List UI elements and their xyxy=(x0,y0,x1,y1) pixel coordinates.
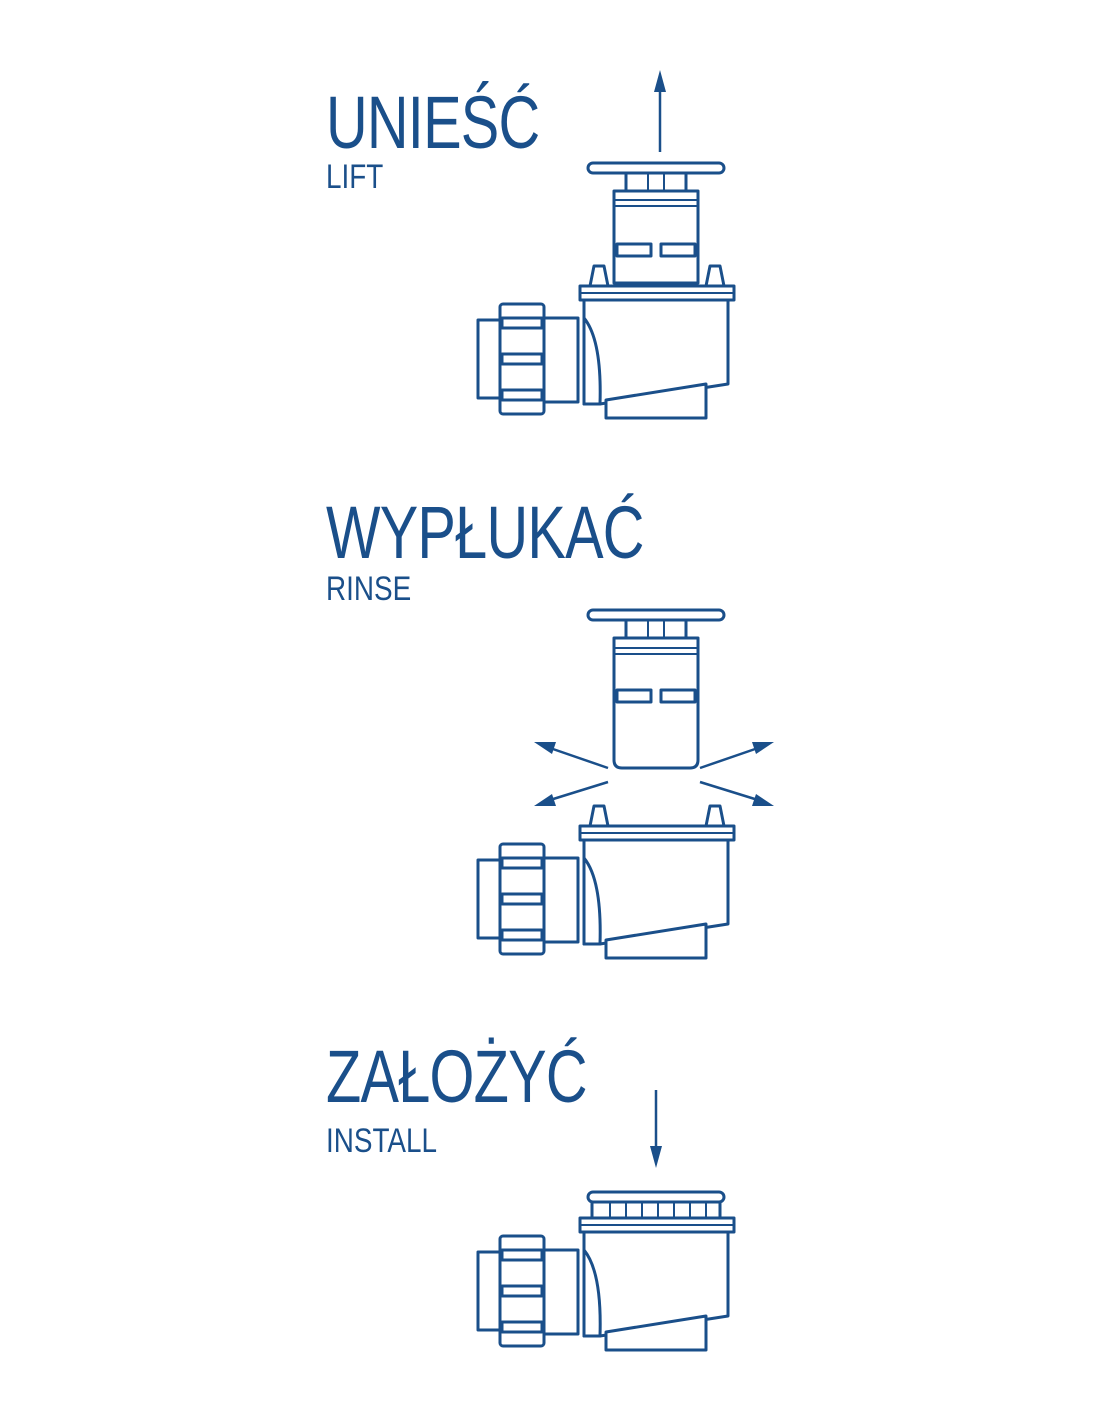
drain-cap xyxy=(586,161,726,285)
up-arrow-icon xyxy=(654,70,666,152)
drain-lift-illustration xyxy=(476,70,736,420)
drain-body xyxy=(578,264,736,420)
drain-cap-installed xyxy=(586,1190,726,1220)
step-subtitle: INSTALL xyxy=(326,1122,438,1160)
step-title: ZAŁOŻYĆ xyxy=(326,1035,588,1118)
step-title: UNIEŚĆ xyxy=(326,81,540,164)
step-subtitle: LIFT xyxy=(326,158,384,196)
drain-cap xyxy=(586,608,726,770)
step-subtitle: RINSE xyxy=(326,570,412,608)
down-arrow-icon xyxy=(650,1090,662,1168)
drain-body xyxy=(578,804,736,960)
drain-outlet-connector xyxy=(476,1234,580,1348)
splash-arrows-icon xyxy=(534,742,774,806)
drain-rinse-illustration xyxy=(476,608,774,960)
drain-outlet-connector xyxy=(476,842,580,956)
drain-outlet-connector xyxy=(476,302,580,416)
step-title: WYPŁUKAĆ xyxy=(326,491,644,574)
drain-body xyxy=(578,1216,736,1352)
